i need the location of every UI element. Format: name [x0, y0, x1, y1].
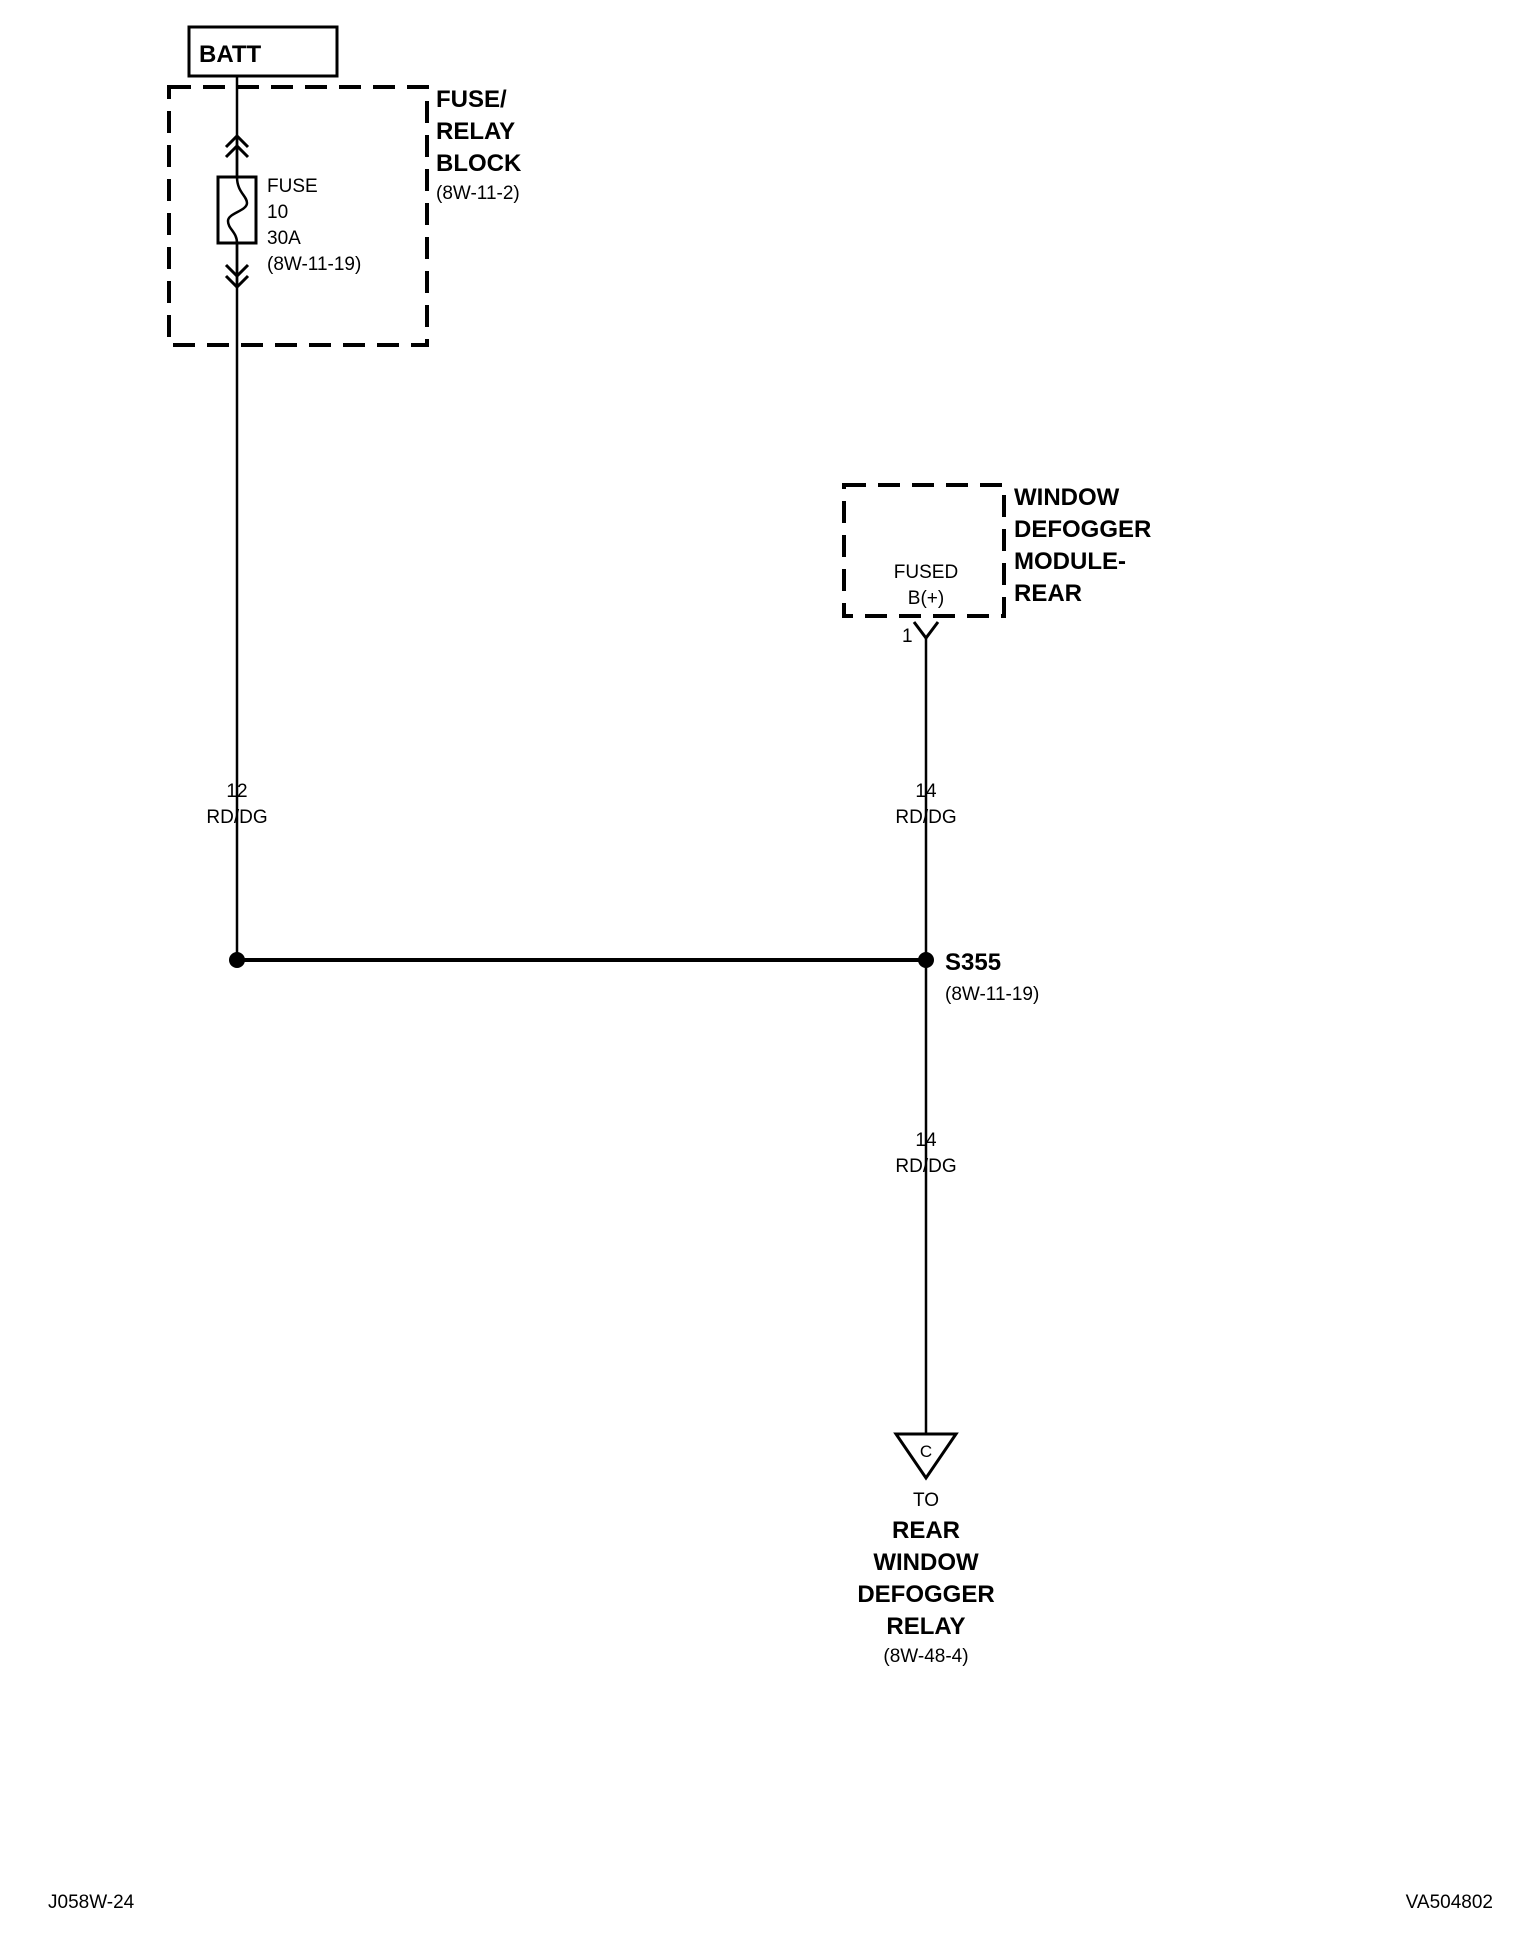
module-title-3: MODULE-	[1014, 548, 1126, 575]
fuse-label-4: (8W-11-19)	[267, 254, 361, 275]
fuse-label-2: 10	[267, 202, 288, 223]
footer-right-code: VA504802	[1406, 1892, 1493, 1913]
footer-left-code: J058W-24	[48, 1892, 135, 1913]
connector-dest-1: REAR	[892, 1517, 960, 1544]
fuse-relay-block-ref: (8W-11-2)	[436, 183, 520, 204]
fuse-label-1: FUSE	[267, 176, 318, 197]
fuse-label-3: 30A	[267, 228, 301, 249]
module-outline	[842, 483, 1006, 618]
module-pin-number: 1	[902, 626, 913, 647]
connector-letter: C	[920, 1442, 932, 1461]
module-title-2: DEFOGGER	[1014, 516, 1151, 543]
batt-label: BATT	[199, 41, 262, 68]
fuse-element	[226, 176, 249, 244]
module-title-4: REAR	[1014, 580, 1082, 607]
fuse-relay-block-title-2: RELAY	[436, 118, 515, 145]
connector-triangle	[893, 1432, 959, 1481]
splice-dot	[918, 952, 934, 968]
connector-dest-3: DEFOGGER	[857, 1581, 994, 1608]
connector-ref: (8W-48-4)	[883, 1646, 968, 1667]
module-pin-connector	[912, 621, 940, 641]
connector-dest-4: RELAY	[886, 1613, 965, 1640]
module-title-1: WINDOW	[1014, 484, 1120, 511]
splice-id: S355	[945, 949, 1001, 976]
fuse-relay-block-outline	[167, 85, 429, 347]
module-pin-label-1: FUSED	[894, 562, 958, 583]
fuse-relay-block-title-1: FUSE/	[436, 86, 507, 113]
splice-ref: (8W-11-19)	[945, 984, 1039, 1005]
fuse-body	[216, 175, 258, 245]
wire-bottom-right-gauge: 14	[915, 1130, 937, 1151]
wire-left-gauge: 12	[226, 781, 247, 802]
wire-left-color: RD/DG	[206, 807, 267, 828]
batt-box	[187, 25, 339, 78]
module-pin-label-2: B(+)	[908, 588, 944, 609]
connector-dest-2: WINDOW	[873, 1549, 979, 1576]
wire-bottom-right-color: RD/DG	[895, 1156, 956, 1177]
fuse-relay-block-title-3: BLOCK	[436, 150, 522, 177]
wire-top-right-color: RD/DG	[895, 807, 956, 828]
left-junction-dot	[229, 952, 245, 968]
connector-to-label: TO	[913, 1490, 939, 1511]
wire-top-right-gauge: 14	[915, 781, 937, 802]
